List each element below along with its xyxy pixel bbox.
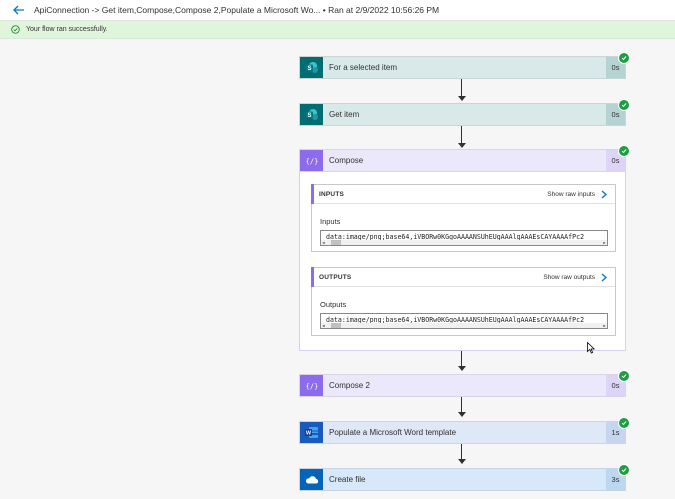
- scrollbar-thumb[interactable]: [331, 240, 341, 245]
- inputs-section-title: INPUTS: [319, 190, 345, 198]
- success-circle-icon: [11, 25, 20, 34]
- word-icon: W: [300, 422, 323, 443]
- connector-arrow-icon: [458, 366, 466, 371]
- step-title: Compose 2: [329, 381, 370, 390]
- svg-text:W: W: [306, 431, 312, 437]
- inputs-field-label: Inputs: [320, 217, 341, 226]
- success-check-icon: [618, 370, 630, 382]
- connector-arrow-icon: [458, 96, 466, 101]
- onedrive-icon: [300, 469, 323, 490]
- flow-connector: [461, 351, 462, 366]
- connector-arrow-icon: [458, 143, 466, 148]
- connector-arrow-icon: [458, 412, 466, 417]
- horizontal-scrollbar[interactable]: ◀ ▶: [321, 323, 607, 328]
- inputs-section: INPUTS Show raw inputs Inputs data:image…: [311, 184, 616, 252]
- mouse-pointer-icon: [587, 341, 596, 359]
- compose-details-panel: INPUTS Show raw inputs Inputs data:image…: [299, 172, 626, 351]
- scrollbar-thumb[interactable]: [331, 323, 341, 328]
- step-title: Compose: [329, 156, 364, 165]
- outputs-value: data:image/png;base64,iVBORw0KGgoAAAANSU…: [326, 316, 585, 324]
- scroll-right-icon[interactable]: ▶: [603, 323, 606, 328]
- inputs-value: data:image/png;base64,iVBORw0KGgoAAAANSU…: [326, 233, 585, 241]
- scroll-left-icon[interactable]: ◀: [322, 323, 325, 328]
- chevron-right-icon[interactable]: [599, 189, 609, 199]
- outputs-section-header: OUTPUTS Show raw outputs: [311, 267, 615, 287]
- scroll-left-icon[interactable]: ◀: [322, 240, 325, 245]
- compose-icon: {/}: [300, 375, 323, 396]
- flow-connector: [461, 126, 462, 143]
- success-banner: Your flow ran successfully.: [0, 21, 675, 39]
- show-raw-inputs-link[interactable]: Show raw inputs: [547, 190, 595, 198]
- success-check-icon: [618, 52, 630, 64]
- success-check-icon: [618, 464, 630, 476]
- svg-text:{/}: {/}: [306, 157, 318, 165]
- chevron-right-icon[interactable]: [599, 272, 609, 282]
- flow-connector: [461, 79, 462, 96]
- svg-text:S: S: [307, 113, 311, 119]
- sharepoint-icon: S: [300, 104, 323, 125]
- outputs-section-title: OUTPUTS: [319, 273, 352, 281]
- step-title: Create file: [329, 475, 366, 484]
- outputs-field-label: Outputs: [320, 300, 347, 309]
- inputs-value-field[interactable]: data:image/png;base64,iVBORw0KGgoAAAANSU…: [320, 230, 608, 246]
- outputs-value-field[interactable]: data:image/png;base64,iVBORw0KGgoAAAANSU…: [320, 313, 608, 329]
- inputs-section-header: INPUTS Show raw inputs: [311, 184, 615, 204]
- flow-connector: [461, 397, 462, 412]
- success-check-icon: [618, 99, 630, 111]
- step-for-a-selected-item[interactable]: S For a selected item 0s: [299, 52, 630, 79]
- step-title: Get item: [329, 110, 360, 119]
- show-raw-outputs-link[interactable]: Show raw outputs: [543, 273, 595, 281]
- connector-arrow-icon: [458, 459, 466, 464]
- flow-connector: [461, 444, 462, 459]
- step-create-file[interactable]: Create file 3s: [299, 464, 630, 491]
- step-compose[interactable]: {/} Compose 0s: [299, 145, 630, 172]
- step-title: For a selected item: [329, 63, 398, 72]
- svg-text:S: S: [307, 66, 311, 72]
- step-compose-2[interactable]: {/} Compose 2 0s: [299, 370, 630, 397]
- success-check-icon: [618, 145, 630, 157]
- step-title: Populate a Microsoft Word template: [329, 428, 457, 437]
- success-check-icon: [618, 417, 630, 429]
- step-populate-word-template[interactable]: W Populate a Microsoft Word template 1s: [299, 417, 630, 444]
- success-message: Your flow ran successfully.: [26, 26, 108, 33]
- outputs-section: OUTPUTS Show raw outputs Outputs data:im…: [311, 267, 616, 336]
- run-header: ApiConnection -> Get item,Compose,Compos…: [0, 0, 675, 21]
- step-get-item[interactable]: S Get item 0s: [299, 99, 630, 126]
- back-arrow-icon[interactable]: [12, 3, 26, 17]
- scroll-right-icon[interactable]: ▶: [603, 240, 606, 245]
- svg-text:{/}: {/}: [306, 382, 318, 390]
- sharepoint-icon: S: [300, 57, 323, 78]
- horizontal-scrollbar[interactable]: ◀ ▶: [321, 240, 607, 245]
- compose-icon: {/}: [300, 150, 323, 171]
- run-title: ApiConnection -> Get item,Compose,Compos…: [34, 5, 440, 15]
